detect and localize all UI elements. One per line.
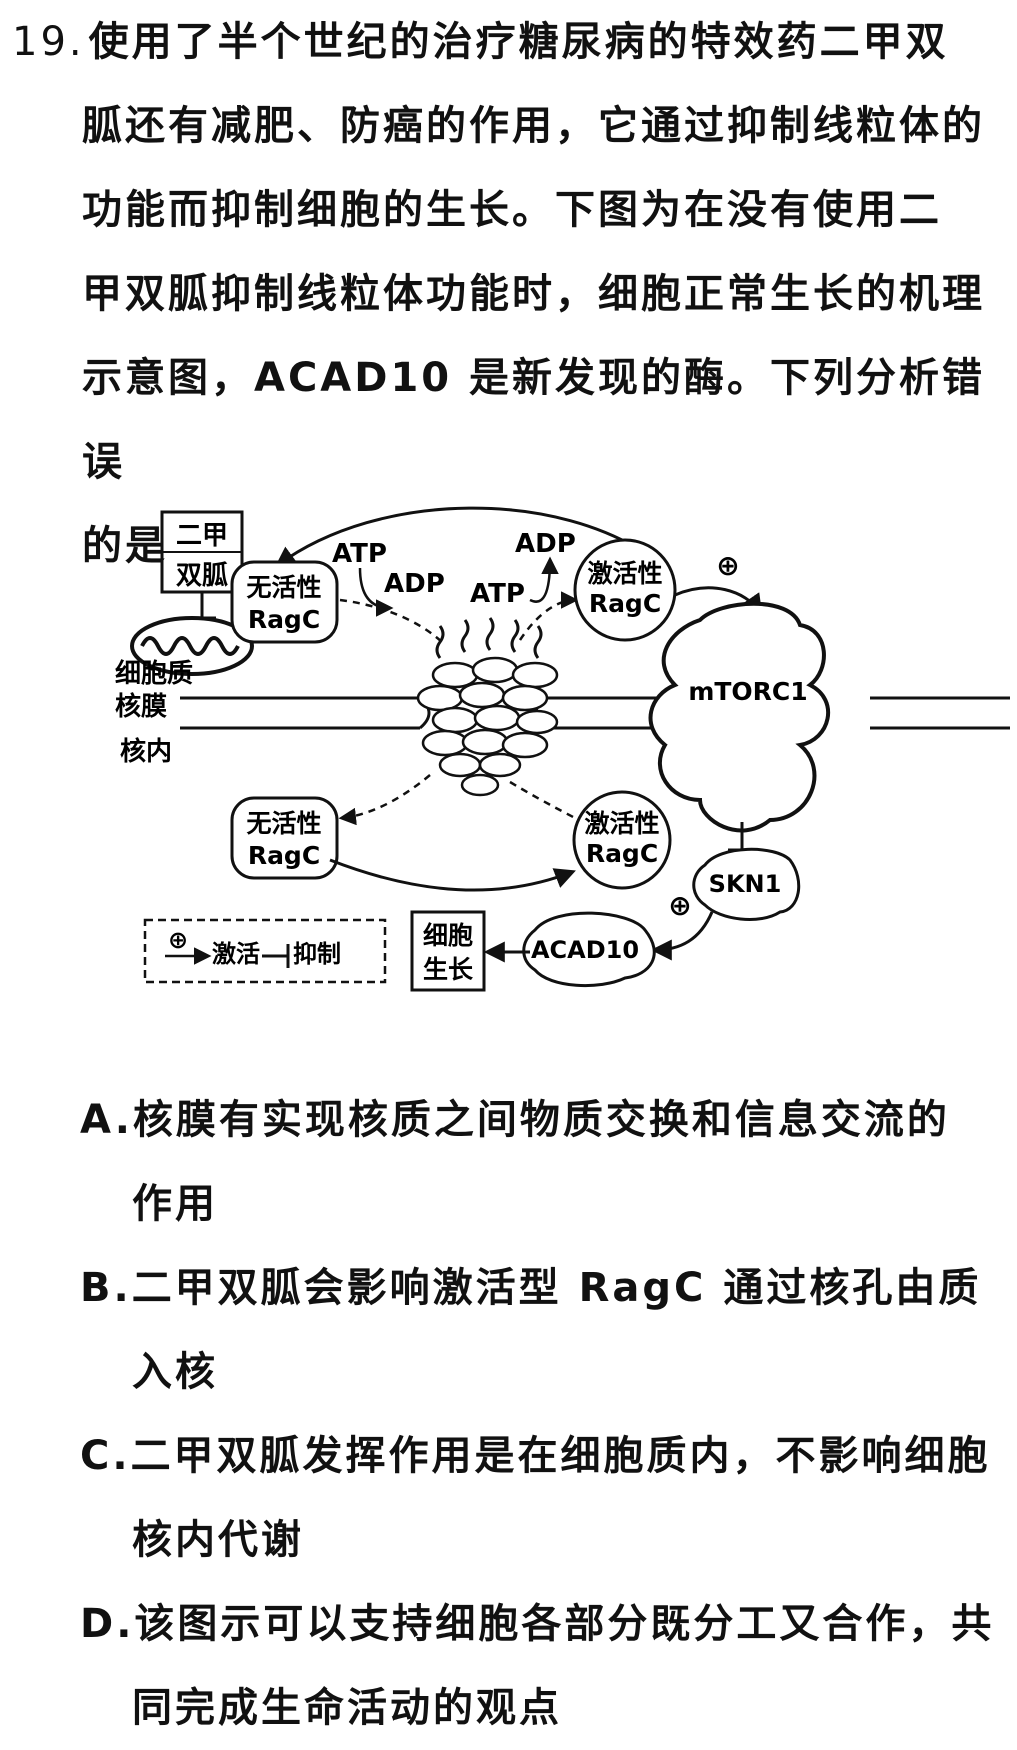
option-c[interactable]: C.二甲双胍发挥作用是在细胞质内，不影响细胞 核内代谢 (80, 1433, 991, 1563)
atp-label-left: ATP (332, 539, 387, 569)
svg-text:RagC: RagC (589, 589, 661, 618)
svg-text:细胞: 细胞 (423, 921, 473, 950)
metformin-label-1: 二甲 (176, 521, 228, 551)
option-d[interactable]: D.该图示可以支持细胞各部分既分工又合作，共 同完成生命活动的观点 (80, 1601, 995, 1731)
question-line-4: 甲双胍抑制线粒体功能时，细胞正常生长的机理 (82, 271, 985, 317)
activate-sign-1: ⊕ (716, 549, 739, 582)
question-stem: 19.使用了半个世纪的治疗糖尿病的特效药二甲双 胍还有减肥、防癌的作用，它通过抑… (12, 0, 1002, 588)
question-line-6: 的是 (82, 523, 168, 569)
svg-text:生长: 生长 (423, 955, 474, 984)
nuclear-membrane (180, 696, 1010, 730)
mtorc1-label: mTORC1 (688, 677, 807, 706)
legend: ⊕ 激活 抑制 (143, 918, 387, 984)
question-number: 19. (12, 19, 85, 65)
option-b[interactable]: B.二甲双胍会影响激活型 RagC 通过核孔由质 入核 (80, 1265, 982, 1395)
atp-label-right: ATP (470, 579, 525, 609)
nucleus-label: 核内 (120, 736, 172, 767)
option-a[interactable]: A.核膜有实现核质之间物质交换和信息交流的 作用 (80, 1097, 950, 1227)
adp-label-right: ADP (515, 529, 576, 559)
question-line-5: 示意图，ACAD10 是新发现的酶。下列分析错误 (82, 355, 986, 485)
active-ragc-bottom: 激活性 RagC (572, 790, 672, 890)
skn1-label: SKN1 (709, 870, 782, 898)
svg-text:RagC: RagC (248, 841, 320, 870)
svg-text:RagC: RagC (586, 839, 658, 868)
mechanism-diagram: 二甲 双胍 细胞质 核膜 核内 (115, 506, 1010, 992)
pore-filaments (435, 617, 543, 659)
svg-text:激活性: 激活性 (584, 809, 659, 838)
question-line-1: 19.使用了半个世纪的治疗糖尿病的特效药二甲双 (12, 19, 949, 65)
legend-activate: 激活 (212, 940, 260, 968)
svg-text:RagC: RagC (248, 605, 320, 634)
cytoplasm-label: 细胞质 (115, 658, 193, 689)
legend-inhibit: 抑制 (293, 940, 341, 968)
nuclear-membrane-label: 核膜 (115, 691, 167, 722)
inactive-ragc-top: 无活性 RagC (230, 560, 339, 644)
svg-text:无活性: 无活性 (246, 573, 321, 602)
legend-plus: ⊕ (168, 926, 188, 954)
skn1-protein: SKN1 (692, 847, 801, 921)
cell-growth-box: 细胞 生长 (410, 910, 486, 992)
question-line-3: 功能而抑制细胞的生长。下图为在没有使用二 (82, 187, 942, 233)
mtorc1-complex: mTORC1 (648, 601, 830, 833)
mitochondrion-icon (130, 616, 254, 676)
inactive-ragc-bottom: 无活性 RagC (230, 796, 339, 880)
nuclear-pore-complex (416, 656, 559, 797)
question-line-2: 胍还有减肥、防癌的作用，它通过抑制线粒体的 (82, 103, 985, 149)
acad10-enzyme: ACAD10 (522, 911, 656, 987)
svg-text:无活性: 无活性 (246, 809, 321, 838)
activate-sign-2: ⊕ (668, 889, 691, 922)
svg-text:激活性: 激活性 (587, 559, 662, 588)
adp-label-left: ADP (384, 569, 445, 599)
metformin-box: 二甲 双胍 (160, 510, 244, 594)
answer-options: A.核膜有实现核质之间物质交换和信息交流的 作用 B.二甲双胍会影响激活型 Ra… (80, 1078, 1005, 1750)
metformin-label-2: 双胍 (176, 560, 228, 591)
acad10-label: ACAD10 (531, 936, 639, 964)
active-ragc-top: 激活性 RagC (573, 538, 677, 642)
